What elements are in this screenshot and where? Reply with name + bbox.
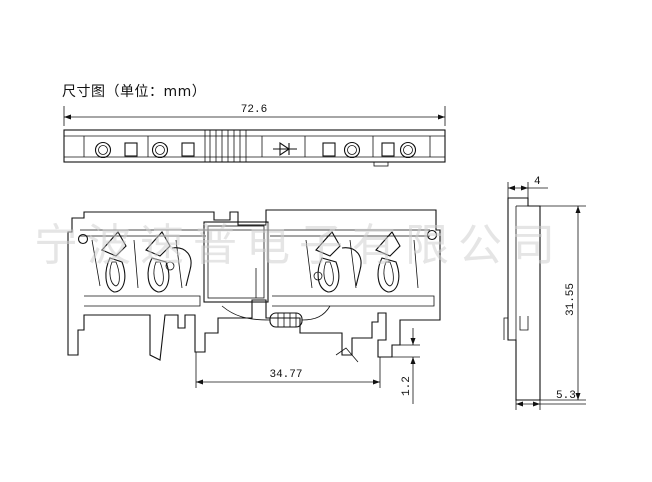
spring-clamp-left-icon bbox=[91, 231, 192, 293]
side-view: 4 31.55 5.3 bbox=[503, 176, 586, 410]
front-view: 34.77 1.2 bbox=[67, 209, 441, 404]
dim-foot-height: 1.2 bbox=[401, 376, 413, 396]
dim-side-width: 4 bbox=[534, 176, 541, 188]
spring-clamp-right-icon bbox=[305, 231, 419, 293]
diode-symbol-icon bbox=[273, 141, 297, 157]
top-view: 72.6 bbox=[63, 104, 446, 167]
drawing-title: 尺寸图（单位：mm） bbox=[62, 84, 207, 100]
screw-hole-icon bbox=[94, 141, 417, 159]
resistor-icon bbox=[221, 305, 331, 328]
dim-side-base: 5.3 bbox=[556, 390, 576, 402]
dim-pitch: 34.77 bbox=[269, 369, 302, 381]
dim-side-height: 31.55 bbox=[565, 283, 577, 316]
company-watermark: 宁波速普电子有限公司 bbox=[34, 220, 564, 271]
dim-overall-length: 72.6 bbox=[241, 104, 267, 116]
